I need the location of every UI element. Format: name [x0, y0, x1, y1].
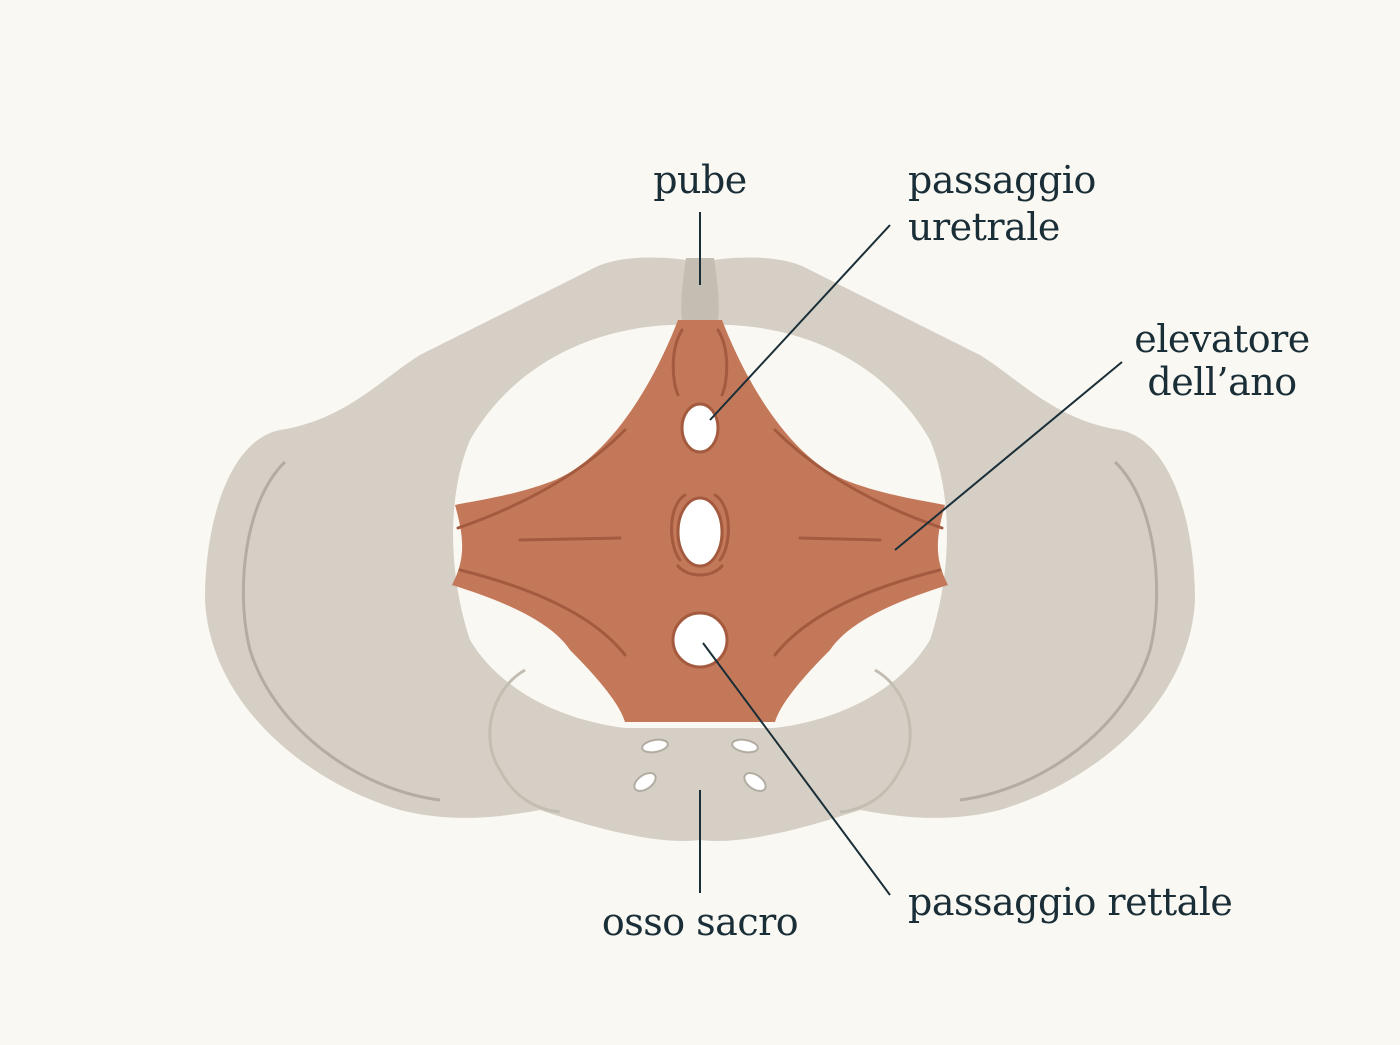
sacral-foramen: [743, 772, 767, 792]
elevatore-leader-line: [894, 361, 1123, 551]
left-ischium-contour: [488, 668, 561, 814]
muscle-fiber: [518, 536, 622, 542]
muscle-fiber: [773, 428, 944, 530]
rectal-opening: [671, 611, 729, 669]
pubic-symphysis: [681, 258, 719, 320]
label-sacro: osso sacro: [602, 900, 798, 944]
pelvic-floor-muscle: [452, 320, 948, 722]
muscle-fiber: [713, 493, 730, 562]
muscle-fiber: [773, 568, 942, 657]
muscle-fiber: [798, 536, 882, 542]
right-ischium-contour: [839, 668, 912, 814]
sacral-foramen: [641, 738, 669, 754]
label-pube: pube: [653, 158, 747, 202]
label-elevatore-line2: dell’ano: [1147, 360, 1296, 404]
right-hip-contour: [959, 460, 1159, 802]
muscle-fiber: [716, 328, 729, 397]
urethral-opening: [680, 402, 720, 454]
label-uretrale-line1: passaggio: [908, 158, 1096, 202]
label-uretrale-line2: uretrale: [908, 205, 1060, 249]
muscle-fiber: [676, 564, 724, 577]
label-elevatore-line1: elevatore: [1134, 317, 1310, 361]
rectal-leader-line: [702, 642, 891, 896]
left-hip-contour: [241, 460, 441, 802]
urethral-leader-line: [709, 224, 891, 421]
sacral-foramen: [731, 738, 759, 754]
sacral-foramen: [633, 772, 657, 792]
leader-lines: [699, 212, 1123, 896]
labels: pube passaggio uretrale elevatore dell’a…: [602, 158, 1310, 944]
muscle-fiber: [456, 428, 627, 530]
muscle-fiber: [458, 568, 627, 657]
muscle-fiber: [671, 328, 684, 397]
muscle-fiber: [670, 493, 687, 562]
label-rettale: passaggio rettale: [908, 880, 1232, 924]
vaginal-opening: [676, 496, 724, 568]
